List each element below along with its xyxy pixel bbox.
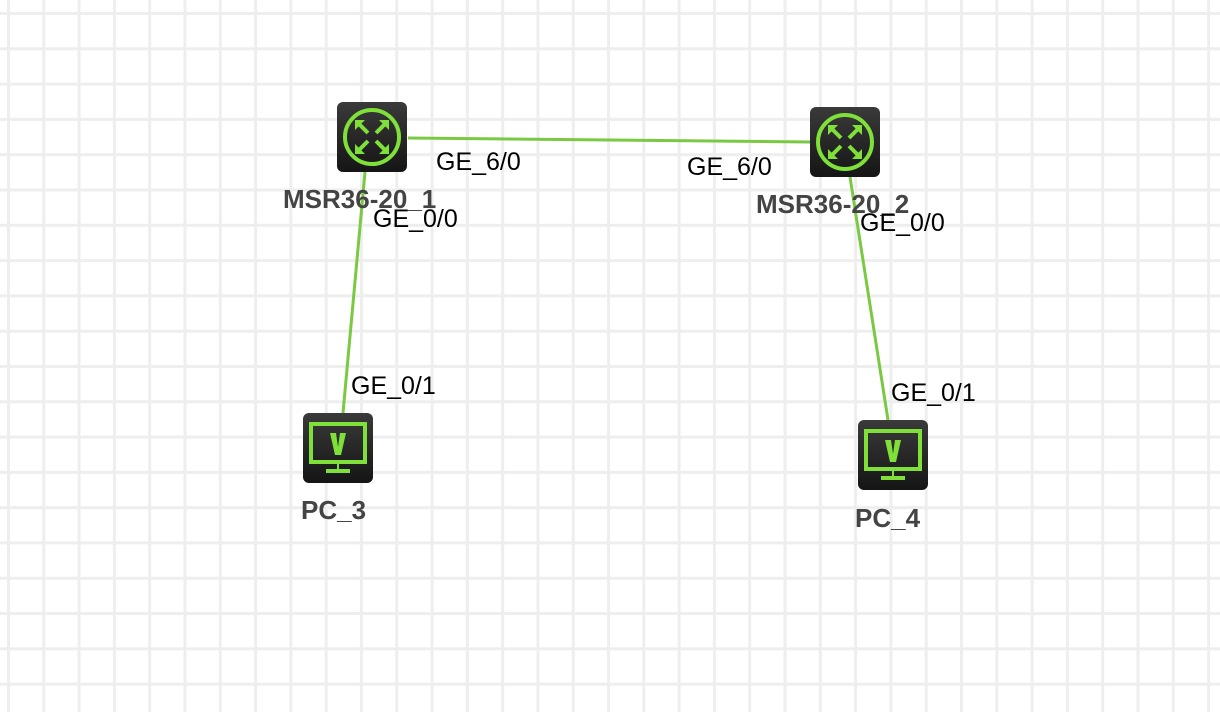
port-label: GE_6/0 [687,153,772,181]
node-label: PC_4 [855,503,921,533]
port-label: GE_0/1 [351,372,436,400]
link-r1-r2[interactable] [407,136,811,144]
router-msr36-20-2[interactable] [810,107,880,177]
link-r1-pc3[interactable] [341,171,367,414]
port-label: GE_6/0 [436,148,521,176]
pc-icon [309,422,367,473]
pc-4[interactable] [858,420,928,490]
node-label: MSR36-20_1 [283,184,437,214]
port-label: GE_0/0 [373,205,458,233]
node-label: MSR36-20_2 [756,189,910,219]
pc-3[interactable] [303,413,373,483]
pc-icon [864,429,922,480]
router-icon [343,108,401,166]
node-label: PC_3 [301,495,367,525]
link-r2-pc4[interactable] [848,176,890,421]
port-label: GE_0/1 [891,379,976,407]
port-label: GE_0/0 [860,209,945,237]
router-msr36-20-1[interactable] [337,102,407,172]
router-icon [816,113,874,171]
